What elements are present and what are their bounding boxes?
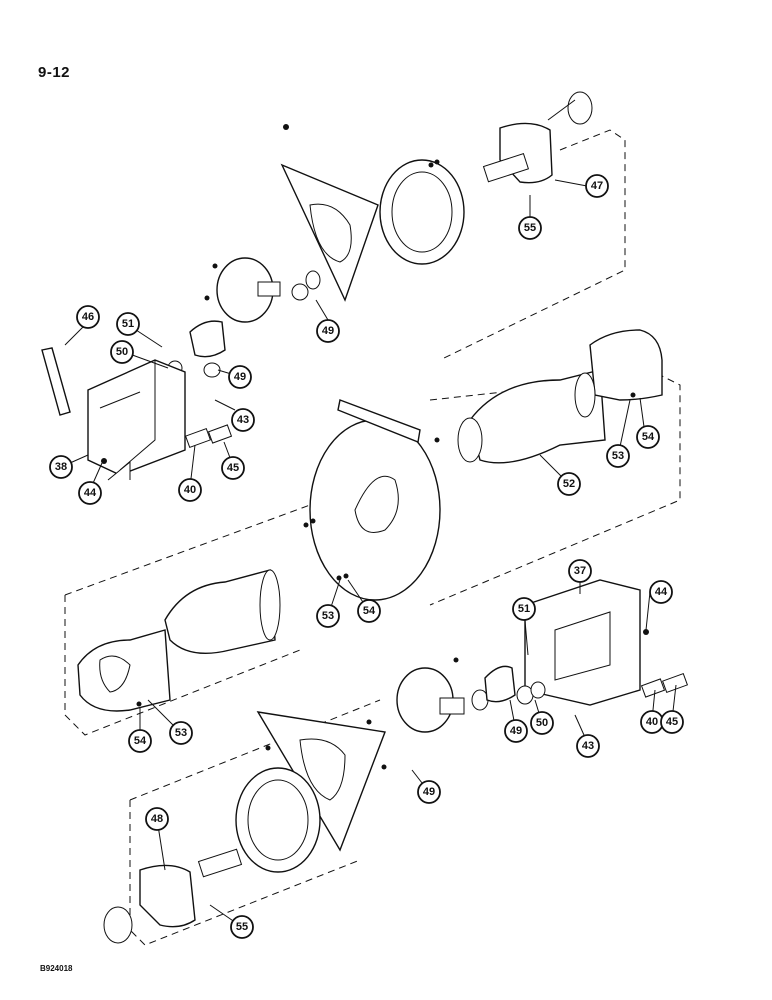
- callout-label: 37: [574, 565, 586, 577]
- callout-label: 54: [363, 605, 376, 617]
- lower-flange-shaft: [103, 848, 243, 944]
- middle-tube-assembly: [457, 329, 663, 464]
- callout-53: 53: [169, 721, 193, 745]
- middle-large-disc: [309, 419, 441, 601]
- lower-tube-assembly: [77, 569, 281, 712]
- callout-49: 49: [504, 719, 528, 743]
- callout-40: 40: [178, 478, 202, 502]
- callout-label: 49: [510, 725, 522, 737]
- callout-label: 45: [666, 716, 678, 728]
- upper-disc-plate: [216, 257, 321, 323]
- callout-label: 40: [184, 484, 196, 496]
- callout-label: 52: [563, 478, 575, 490]
- callout-48: 48: [145, 807, 169, 831]
- callout-43: 43: [231, 408, 255, 432]
- callout-label: 51: [518, 603, 530, 615]
- callout-40: 40: [640, 710, 664, 734]
- callout-label: 45: [227, 462, 239, 474]
- callout-38: 38: [49, 455, 73, 479]
- callout-46: 46: [76, 305, 100, 329]
- callout-label: 43: [582, 740, 594, 752]
- upper-flange-shaft: [482, 91, 593, 184]
- callout-label: 49: [322, 325, 334, 337]
- callout-37: 37: [568, 559, 592, 583]
- callout-49: 49: [228, 365, 252, 389]
- callout-52: 52: [557, 472, 581, 496]
- callout-45: 45: [660, 710, 684, 734]
- page-number: 9-12: [38, 64, 71, 81]
- lower-bearing-block: [484, 665, 546, 705]
- callout-label: 49: [423, 786, 435, 798]
- callout-51: 51: [116, 312, 140, 336]
- callout-label: 53: [322, 610, 334, 622]
- callout-label: 53: [612, 450, 624, 462]
- callout-50: 50: [110, 340, 134, 364]
- callout-label: 44: [84, 487, 97, 499]
- middle-scraper-arm: [337, 399, 421, 443]
- lower-disc-plate: [396, 667, 489, 733]
- callout-label: 50: [536, 717, 548, 729]
- lower-bearing-ring: [235, 767, 321, 873]
- callout-label: 47: [591, 180, 603, 192]
- upper-pins: [184, 424, 233, 449]
- callout-53: 53: [316, 604, 340, 628]
- upper-triangle-bracket: [280, 163, 379, 302]
- callout-label: 44: [655, 586, 668, 598]
- callout-54: 54: [128, 729, 152, 753]
- upper-mounting-box: [87, 359, 186, 481]
- callout-label: 53: [175, 727, 187, 739]
- callout-43: 43: [576, 734, 600, 758]
- callout-50: 50: [530, 711, 554, 735]
- hardware-fasteners: [101, 124, 649, 770]
- upper-cover-plate: [41, 347, 71, 416]
- callout-label: 49: [234, 371, 246, 383]
- callout-label: 43: [237, 414, 249, 426]
- callout-label: 55: [236, 921, 248, 933]
- callout-label: 51: [122, 318, 134, 330]
- callout-label: 38: [55, 461, 67, 473]
- callout-label: 50: [116, 346, 128, 358]
- callout-47: 47: [585, 174, 609, 198]
- figure-code: B924018: [40, 964, 73, 973]
- callout-51: 51: [512, 597, 536, 621]
- callout-44: 44: [649, 580, 673, 604]
- callout-54: 54: [636, 425, 660, 449]
- callout-label: 40: [646, 716, 658, 728]
- upper-bearing-ring: [379, 159, 465, 265]
- callout-53: 53: [606, 444, 630, 468]
- callout-54: 54: [357, 599, 381, 623]
- callout-label: 46: [82, 311, 94, 323]
- callout-44: 44: [78, 481, 102, 505]
- callout-45: 45: [221, 456, 245, 480]
- callout-49: 49: [316, 319, 340, 343]
- callout-label: 55: [524, 222, 536, 234]
- callout-label: 48: [151, 813, 163, 825]
- callout-55: 55: [518, 216, 542, 240]
- lower-mounting-box: [524, 579, 641, 706]
- callout-label: 54: [642, 431, 655, 443]
- callout-55: 55: [230, 915, 254, 939]
- callout-label: 54: [134, 735, 147, 747]
- callout-49: 49: [417, 780, 441, 804]
- assembly-boundary-lines: [64, 129, 681, 946]
- lower-pins: [640, 672, 689, 698]
